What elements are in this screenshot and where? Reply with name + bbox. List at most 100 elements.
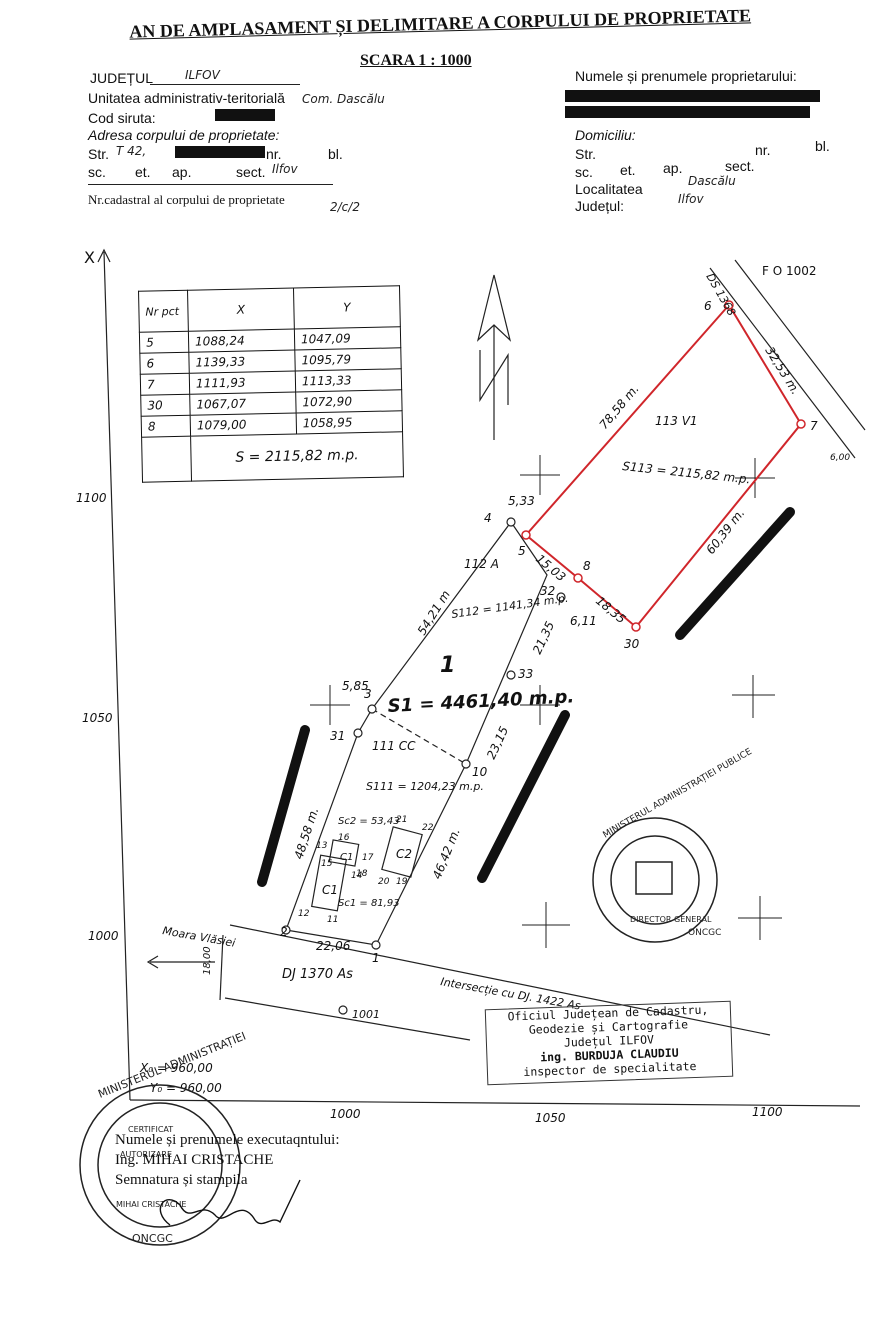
uat-label: Unitatea administrativ-teritorială [88, 90, 285, 106]
lot-1-label: 1 [440, 653, 455, 678]
y-axis-line [129, 1099, 861, 1107]
round-stamp-right [592, 817, 718, 943]
point-1001 [338, 1005, 348, 1015]
stamp-left-inner-2: AUTORIZARE [120, 1150, 172, 1159]
left-nr-label: nr. [266, 146, 282, 162]
dist-6-11: 6,11 [570, 614, 597, 628]
origin-y: Y₀ = 960,00 [150, 1081, 222, 1095]
nr-cadastral-value: 2/c/2 [330, 200, 360, 214]
label-point-18: 18 [356, 869, 368, 879]
lot-111-boundary [371, 708, 467, 765]
nr-cadastral-label: Nr.cadastral al corpului de proprietate [88, 192, 285, 207]
x-tick-1100: 1100 [76, 491, 107, 505]
road-line-top [229, 924, 771, 1036]
label-point-1: 1 [372, 951, 380, 965]
label-point-6: 6 [704, 299, 712, 313]
red-vertices [521, 300, 806, 632]
lot-111-label: 111 CC [372, 739, 416, 753]
moara-label: Moara Vlăsiei [161, 924, 236, 950]
right-judet-value: Ilfov [678, 192, 704, 206]
ds-road-line-1 [709, 267, 856, 459]
ds-road-line-2 [734, 259, 866, 431]
dist-78-58: 78,58 m. [597, 382, 642, 432]
dist-48-58: 48,58 m. [292, 806, 322, 861]
right-judet-label: Județul: [575, 198, 625, 214]
adresa-label: Adresa corpului de proprietate: [88, 127, 280, 143]
right-sect-label: sect. [725, 158, 755, 174]
redacted-owner-1 [565, 90, 820, 102]
width-18-label: 18,00 [202, 946, 213, 975]
left-str-value: T 42, [116, 144, 147, 158]
road-width-line [219, 934, 224, 1001]
dist-46-42: 46,42 m. [430, 826, 463, 881]
point-10 [461, 759, 471, 769]
lot-1-area: S1 = 4461,40 m.p. [387, 686, 575, 717]
redacted-siruta [215, 109, 275, 121]
grid-crosses [310, 455, 782, 948]
redacted-street [175, 146, 265, 158]
c1-small-label: C1 [340, 852, 353, 863]
dist-21-35: 21,35 [530, 619, 557, 656]
label-point-12: 12 [298, 909, 310, 919]
left-bl-label: bl. [328, 146, 343, 162]
judet-value: ILFOV [185, 68, 220, 82]
right-nr-label: nr. [755, 142, 771, 158]
point-33 [506, 670, 516, 680]
right-ap-label: ap. [663, 160, 683, 176]
left-str-label: Str. [88, 146, 110, 162]
label-point-14: 14 [351, 871, 363, 881]
label-point-16: 16 [338, 833, 350, 843]
lot-113-label: 113 V1 [655, 414, 698, 428]
label-point-4: 4 [484, 511, 492, 525]
label-point-7: 7 [810, 419, 818, 433]
label-point-10: 10 [472, 765, 488, 779]
dist-5-33: 5,33 [508, 494, 535, 508]
sc2-label: Sc2 = 53,43 [338, 816, 400, 827]
dist-60-39: 60,39 m. [703, 506, 747, 557]
point-2 [281, 925, 291, 935]
north-arrow [476, 274, 512, 440]
redaction-strokes [257, 507, 795, 887]
lot-111-area: S111 = 1204,23 m.p. [366, 780, 484, 793]
building-c1 [310, 854, 348, 912]
point-3 [367, 704, 377, 714]
point-4 [506, 517, 516, 527]
stamp-right-text: MINISTERUL ADMINISTRAȚIEI PUBLICE [602, 747, 755, 841]
point-6 [724, 300, 734, 310]
point-1 [371, 940, 381, 950]
label-point-17: 17 [362, 853, 374, 863]
point-32 [556, 592, 566, 602]
dist-54-21: 54,21 m [415, 588, 453, 638]
domiciliu-label: Domiciliu: [575, 127, 636, 143]
lot-112-label: 112 A [464, 557, 499, 571]
point-31 [353, 728, 363, 738]
dist-22-06: 22,06 [316, 939, 351, 953]
label-point-20: 20 [378, 877, 390, 887]
lot-1-boundary [285, 521, 548, 946]
stamp-right-inner: DIRECTOR GENERAL [630, 915, 712, 924]
fo-label: F O 1002 [762, 264, 817, 278]
stamp-left-code: ONCGC [132, 1232, 173, 1245]
executant-name: Ing. MIHAI CRISTACHE [115, 1152, 274, 1168]
lot-112-area: S112 = 1141,34 m.p. [451, 592, 570, 621]
point-5 [521, 530, 531, 540]
right-et-label: et. [620, 162, 636, 178]
point-7 [796, 419, 806, 429]
judet-underline [150, 84, 300, 85]
lot-113-area: S113 = 2115,82 m.p. [622, 459, 751, 486]
executant-label: Numele și prenumele executaqntului: [115, 1132, 340, 1148]
x-axis-arrow [97, 248, 111, 263]
x-axis-label: X [84, 248, 95, 267]
x-tick-1050: 1050 [82, 711, 113, 725]
x-axis-line [103, 251, 131, 1101]
executant-sign-label: Semnatura și stampila [115, 1172, 248, 1188]
label-point-8: 8 [583, 559, 591, 573]
judet-label: JUDEȚUL [90, 70, 154, 86]
left-sect-label: sect. [236, 164, 266, 180]
left-sc-label: sc. [88, 164, 106, 180]
right-sc-label: sc. [575, 164, 593, 180]
label-point-21: 21 [396, 815, 407, 825]
building-c2 [381, 826, 423, 878]
localitatea-label: Localitatea [575, 181, 643, 197]
stamp-left-inner-1: CERTIFICAT [128, 1125, 173, 1134]
